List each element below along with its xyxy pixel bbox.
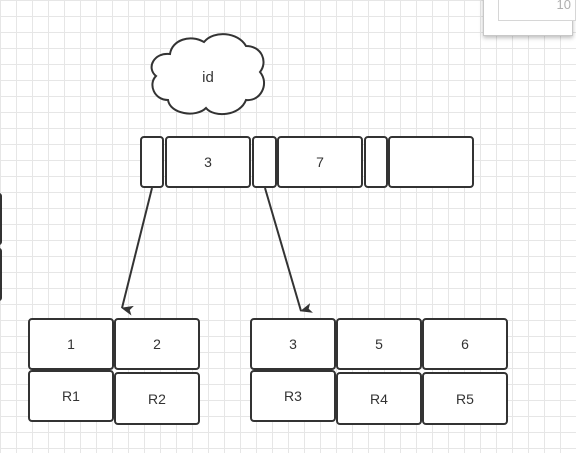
index-pointer-2 xyxy=(252,136,277,188)
right-leaf-row-1: R3 xyxy=(250,370,336,422)
left-edge-shape-2 xyxy=(0,248,2,301)
arrow-to-right-leaf xyxy=(264,187,313,313)
index-key-2: 7 xyxy=(277,136,363,188)
left-edge-shape-1 xyxy=(0,193,2,245)
left-leaf-key-2: 2 xyxy=(114,318,200,370)
right-leaf-row-2: R4 xyxy=(336,372,422,425)
index-key-1: 3 xyxy=(165,136,251,188)
right-leaf-key-3: 6 xyxy=(422,318,508,370)
left-leaf-row-2: R2 xyxy=(114,372,200,425)
cloud-shape xyxy=(150,33,265,116)
left-leaf-row-1: R1 xyxy=(28,370,114,422)
right-leaf-key-1: 3 xyxy=(250,318,336,370)
index-pointer-1 xyxy=(140,136,164,188)
arrow-to-left-leaf xyxy=(121,187,153,316)
cloud-label: id xyxy=(202,69,214,86)
left-leaf-key-1: 1 xyxy=(28,318,114,370)
corner-panel: 10 xyxy=(483,0,576,36)
right-leaf-key-2: 5 xyxy=(336,318,422,370)
corner-panel-value: 10 xyxy=(498,0,576,21)
index-key-3 xyxy=(388,136,474,188)
index-pointer-3 xyxy=(364,136,388,188)
right-leaf-row-3: R5 xyxy=(422,372,508,425)
